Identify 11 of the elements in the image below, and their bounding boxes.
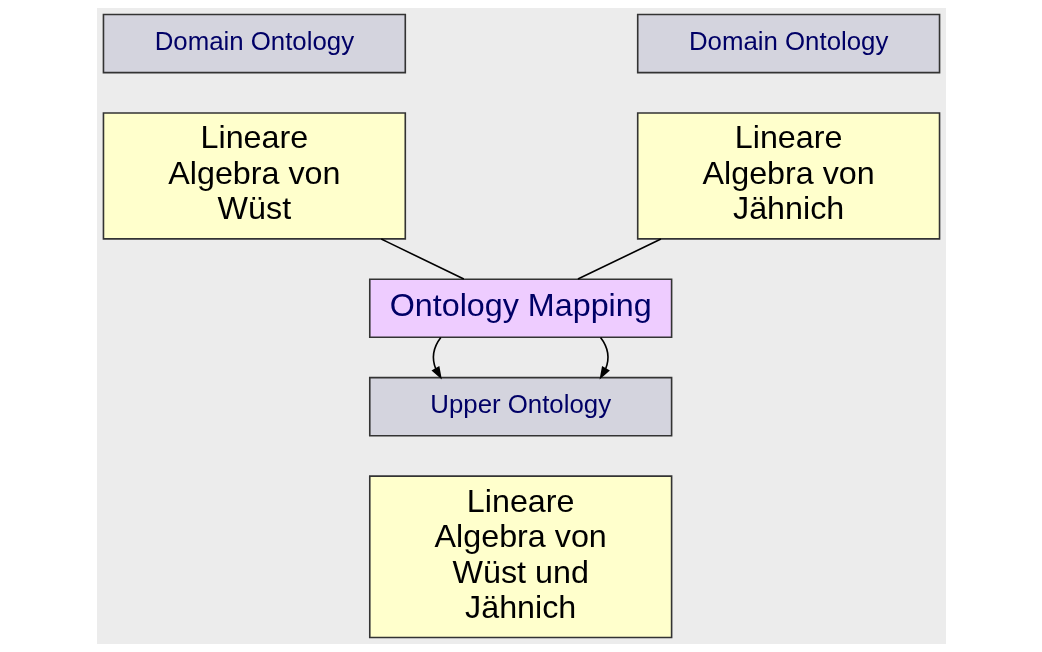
arrow xyxy=(599,336,610,380)
connector xyxy=(576,238,662,280)
node-box: Lineare Algebra von Wüst und Jähnich xyxy=(368,475,672,639)
node-box: Lineare Algebra von Jähnich xyxy=(636,112,940,240)
node-box: Upper Ontology xyxy=(368,376,672,437)
node-box: Domain Ontology xyxy=(102,13,406,74)
arrow xyxy=(431,336,442,380)
connector xyxy=(380,238,465,280)
node-box: Ontology Mapping xyxy=(368,278,672,339)
node-box: Domain Ontology xyxy=(636,13,940,74)
node-box: Lineare Algebra von Wüst xyxy=(102,112,406,240)
